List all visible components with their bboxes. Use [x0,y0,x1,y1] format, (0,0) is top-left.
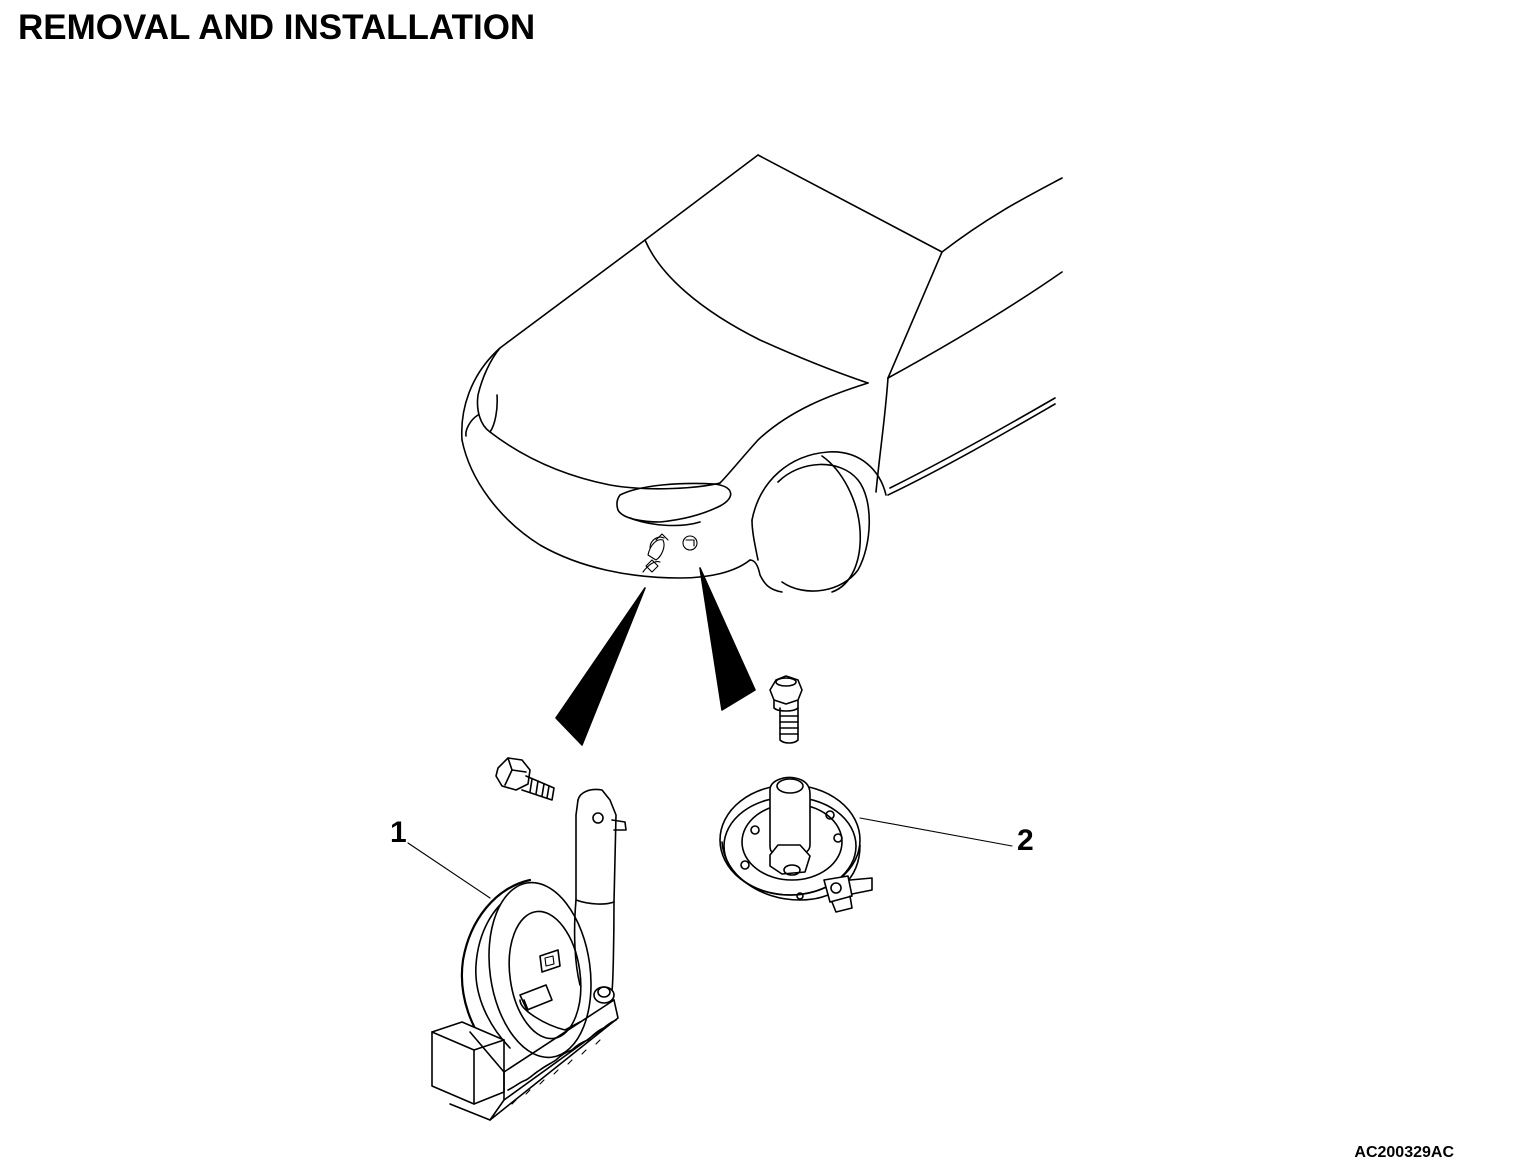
horn-high-pitch [719,776,873,913]
pointer-wedge-left [555,587,646,746]
page-title: REMOVAL AND INSTALLATION [18,8,536,47]
mounting-bolt-right [769,675,803,744]
pointer-wedge-right [699,567,756,711]
callout-1: 1 [390,816,407,849]
figure-code: AC200329AC [1354,1144,1454,1161]
vehicle-front-illustration [460,154,1063,593]
horn-low-pitch [431,788,627,1121]
leader-line-2 [859,817,1013,847]
horn-location-markers [645,533,698,573]
mounting-bolt-left [495,757,555,801]
leader-line-1 [407,842,491,899]
callout-2: 2 [1017,824,1034,857]
